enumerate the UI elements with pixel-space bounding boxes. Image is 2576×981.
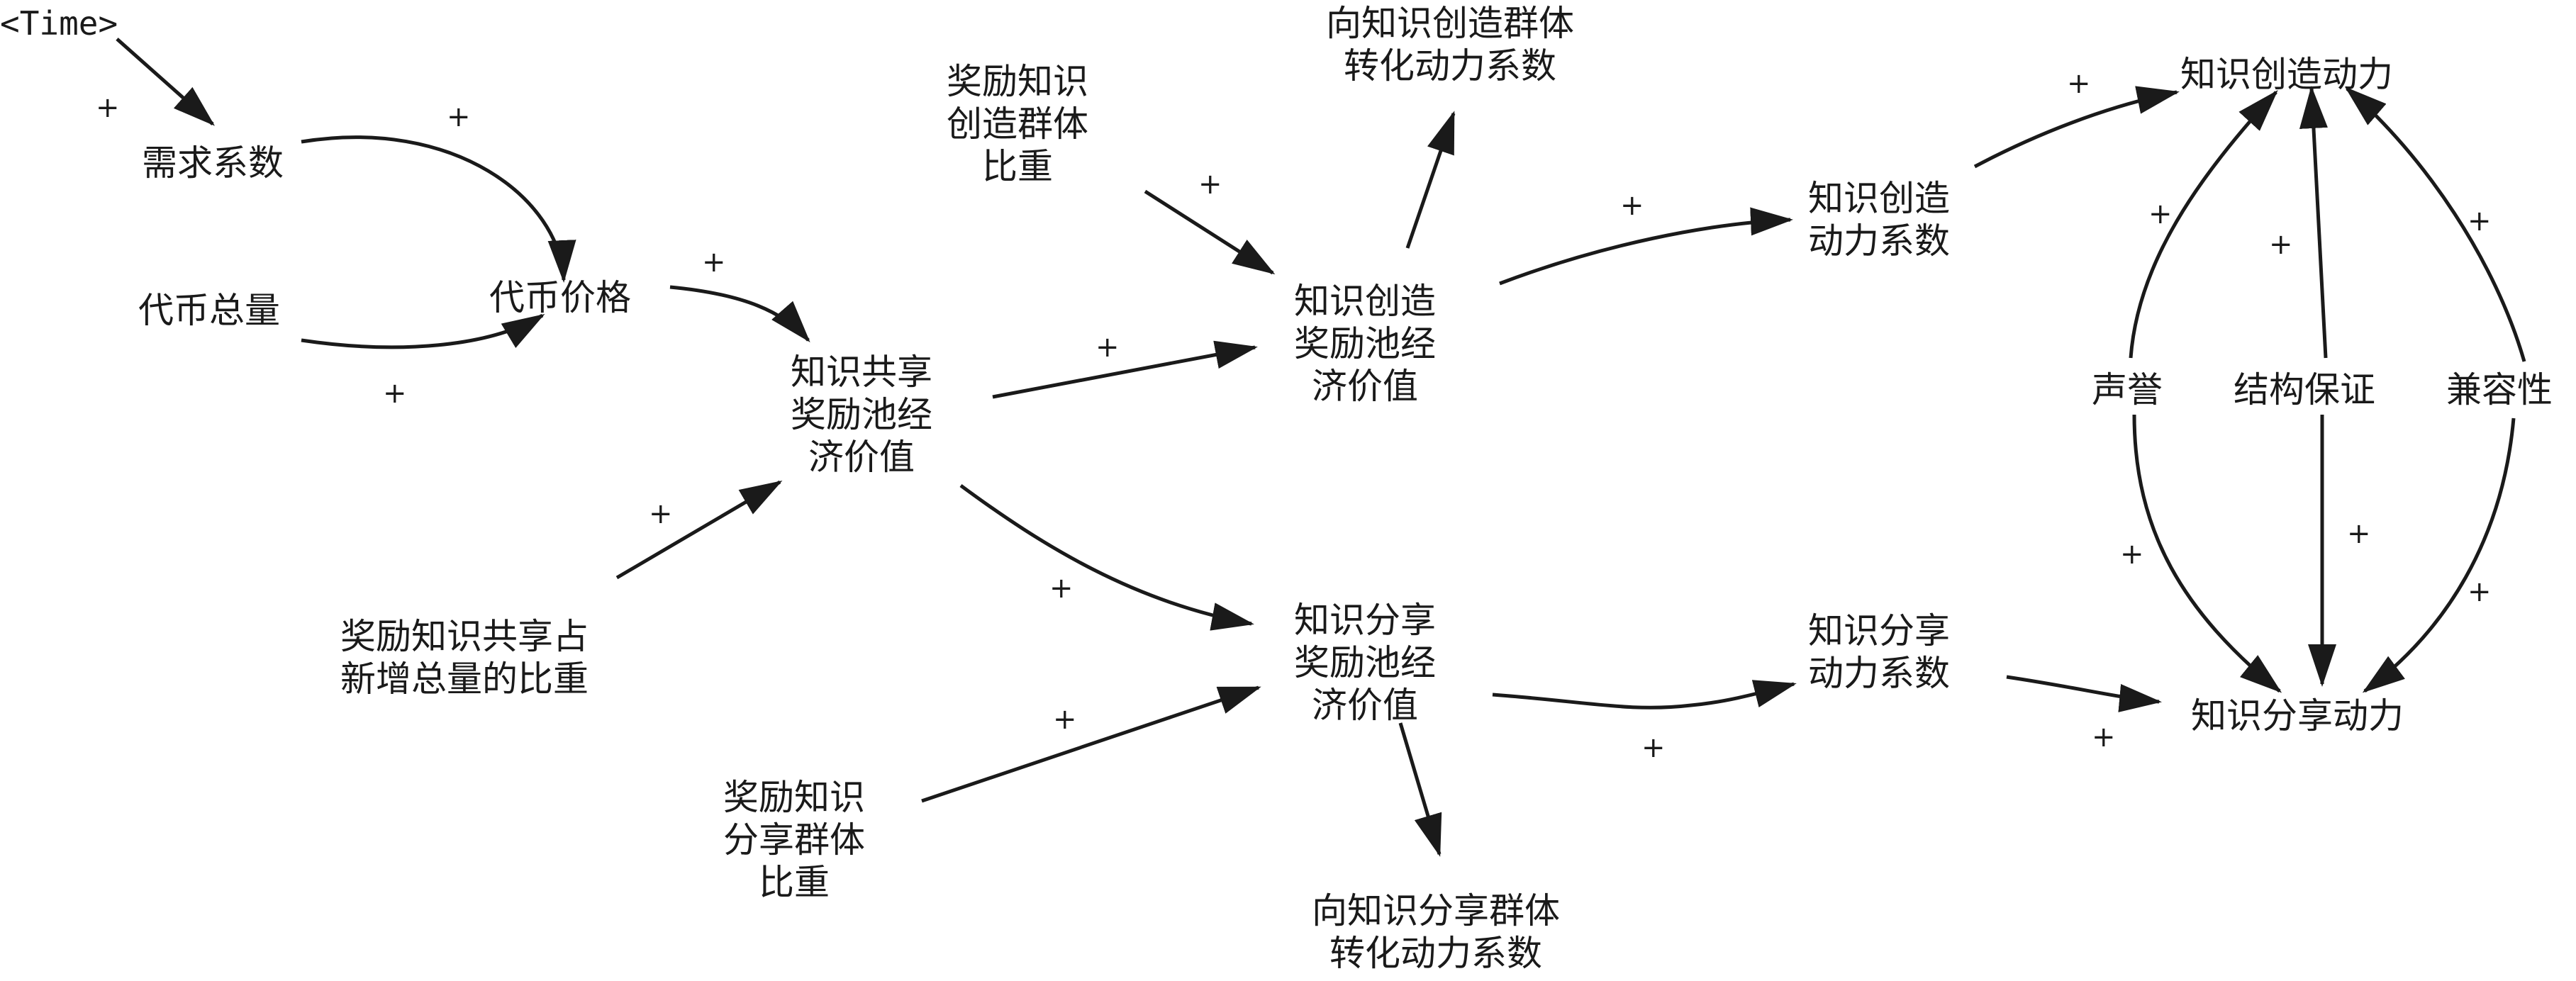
polarity-createmotivecoef-createmotive: + (2067, 67, 2091, 100)
polarity-sharepool-sharerewardpool: + (1049, 572, 1074, 605)
arrow-sharepool-sharerewardpool (959, 483, 1254, 631)
node-reward-share-ratio: 奖励知识共享占 新增总量的比重 (340, 616, 589, 700)
arrow-sharepool-createpool (992, 340, 1258, 399)
node-to-create-group-coef: 向知识创造群体 转化动力系数 (1326, 3, 1574, 86)
polarity-compat-createmotive: + (2468, 205, 2492, 237)
node-reward-share-group-weight: 奖励知识 分享群体 比重 (723, 777, 865, 903)
polarity-sharemotivecoef-sharemotive: + (2092, 721, 2116, 753)
polarity-createweight-createpool: + (1198, 168, 1222, 201)
polarity-compat-sharemotive: + (2468, 576, 2492, 608)
node-token-total: 代币总量 (138, 290, 280, 331)
arrow-createpool-tocreatecoef (1405, 111, 1456, 249)
node-structure-guarantee: 结构保证 (2234, 369, 2375, 410)
arrow-compat-createmotive (2344, 86, 2526, 362)
arrow-structure-createmotive (2299, 86, 2328, 359)
node-share-pool-value: 知识共享 奖励池经 济价值 (791, 352, 932, 478)
node-compatibility: 兼容性 (2446, 369, 2553, 410)
node-create-motive: 知识创造动力 (2180, 54, 2393, 95)
arrow-total-price (301, 313, 545, 349)
arrow-sharerewardpool-tosharecoef (1398, 722, 1442, 857)
node-create-pool-value: 知识创造 奖励池经 济价值 (1294, 281, 1436, 407)
arrow-ratio-sharepool (615, 480, 783, 580)
polarity-ratio-sharepool: + (649, 498, 673, 530)
arrow-time-demand (116, 38, 215, 126)
node-reputation: 声誉 (2092, 369, 2163, 410)
polarity-demand-price: + (447, 101, 471, 133)
polarity-time-demand: + (96, 91, 120, 124)
node-share-motive: 知识分享动力 (2191, 695, 2404, 736)
polarity-structure-createmotive: + (2269, 228, 2293, 261)
node-share-reward-pool-value: 知识分享 奖励池经 济价值 (1294, 600, 1436, 726)
arrow-sharerewardpool-sharemotivecoef (1492, 680, 1797, 710)
polarity-reputation-sharemotive: + (2120, 538, 2144, 571)
polarity-sharerewardpool-sharemotivecoef: + (1641, 731, 1666, 764)
node-create-motive-coef: 知识创造 动力系数 (1808, 178, 1950, 262)
arrow-createpool-createmotivecoef (1499, 207, 1793, 286)
arrow-createweight-createpool (1144, 189, 1276, 275)
node-token-price: 代币价格 (489, 277, 631, 318)
arrow-sharemotivecoef-sharemotive (2006, 675, 2162, 712)
arrow-createmotivecoef-createmotive (1973, 86, 2180, 169)
node-reward-create-group-weight: 奖励知识 创造群体 比重 (947, 61, 1088, 187)
polarity-sharepool-createpool: + (1095, 331, 1120, 364)
polarity-price-sharepool: + (702, 246, 726, 279)
arrow-compat-sharemotive (2362, 417, 2516, 693)
arrow-reputation-sharemotive (2132, 414, 2282, 693)
arrow-reputation-createmotive (2129, 90, 2278, 359)
polarity-total-price: + (383, 377, 407, 410)
arrow-shareweight-sharerewardpool (921, 685, 1261, 803)
node-demand-coefficient: 需求系数 (142, 142, 284, 184)
node-to-share-group-coef: 向知识分享群体 转化动力系数 (1312, 890, 1560, 974)
node-time: <Time> (0, 4, 118, 43)
node-share-motive-coef: 知识分享 动力系数 (1808, 610, 1950, 694)
polarity-structure-sharemotive: + (2347, 517, 2371, 550)
polarity-createpool-createmotivecoef: + (1620, 189, 1644, 222)
polarity-shareweight-sharerewardpool: + (1053, 703, 1077, 736)
arrow-price-sharepool (669, 285, 810, 343)
polarity-reputation-createmotive: + (2148, 198, 2173, 230)
arrow-demand-price (301, 135, 576, 283)
